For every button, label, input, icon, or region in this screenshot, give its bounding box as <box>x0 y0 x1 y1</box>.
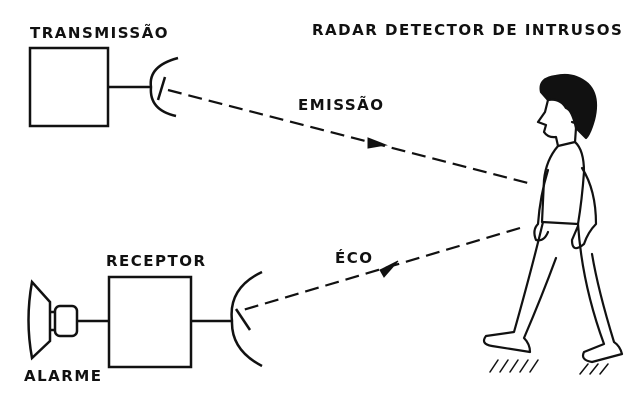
diagram-title: RADAR DETECTOR DE INTRUSOS <box>312 21 623 39</box>
intruder-hair <box>539 73 598 140</box>
echo-beam <box>242 226 521 312</box>
receiver-label: RECEPTOR <box>106 252 207 270</box>
emission-label: EMISSÃO <box>298 95 385 114</box>
emission-arrow <box>367 137 388 149</box>
transmitter-label: TRANSMISSÃO <box>30 23 169 42</box>
receiver-antenna-element <box>234 308 252 331</box>
echo-label: ÉCO <box>335 248 374 267</box>
intruder-torso <box>540 140 586 226</box>
receiver-box <box>107 275 193 369</box>
intruder-front-arm <box>570 166 598 250</box>
speaker-driver <box>53 304 79 338</box>
transmitter-box <box>28 46 110 128</box>
ground-mark <box>499 359 509 373</box>
echo-arrow <box>379 260 399 278</box>
alarm-label: ALARME <box>24 367 103 385</box>
transmitter-antenna-element <box>156 76 167 101</box>
ground-mark <box>579 363 589 375</box>
ground-mark <box>589 363 599 375</box>
intruder-ear <box>570 110 580 124</box>
ground-mark <box>599 363 609 375</box>
intruder-figure <box>482 73 624 375</box>
ground-mark <box>509 359 519 373</box>
intruder-back-arm <box>533 168 550 242</box>
intruder-leg-front <box>576 222 624 364</box>
receiver-antenna-dish <box>230 270 263 368</box>
transmitter-antenna-dish <box>149 56 179 118</box>
ground-mark <box>529 359 539 373</box>
intruder-face <box>536 98 578 148</box>
ground-mark <box>519 359 529 373</box>
speaker-icon <box>27 279 52 361</box>
intruder-leg-back <box>482 220 558 354</box>
ground-mark <box>489 359 499 373</box>
